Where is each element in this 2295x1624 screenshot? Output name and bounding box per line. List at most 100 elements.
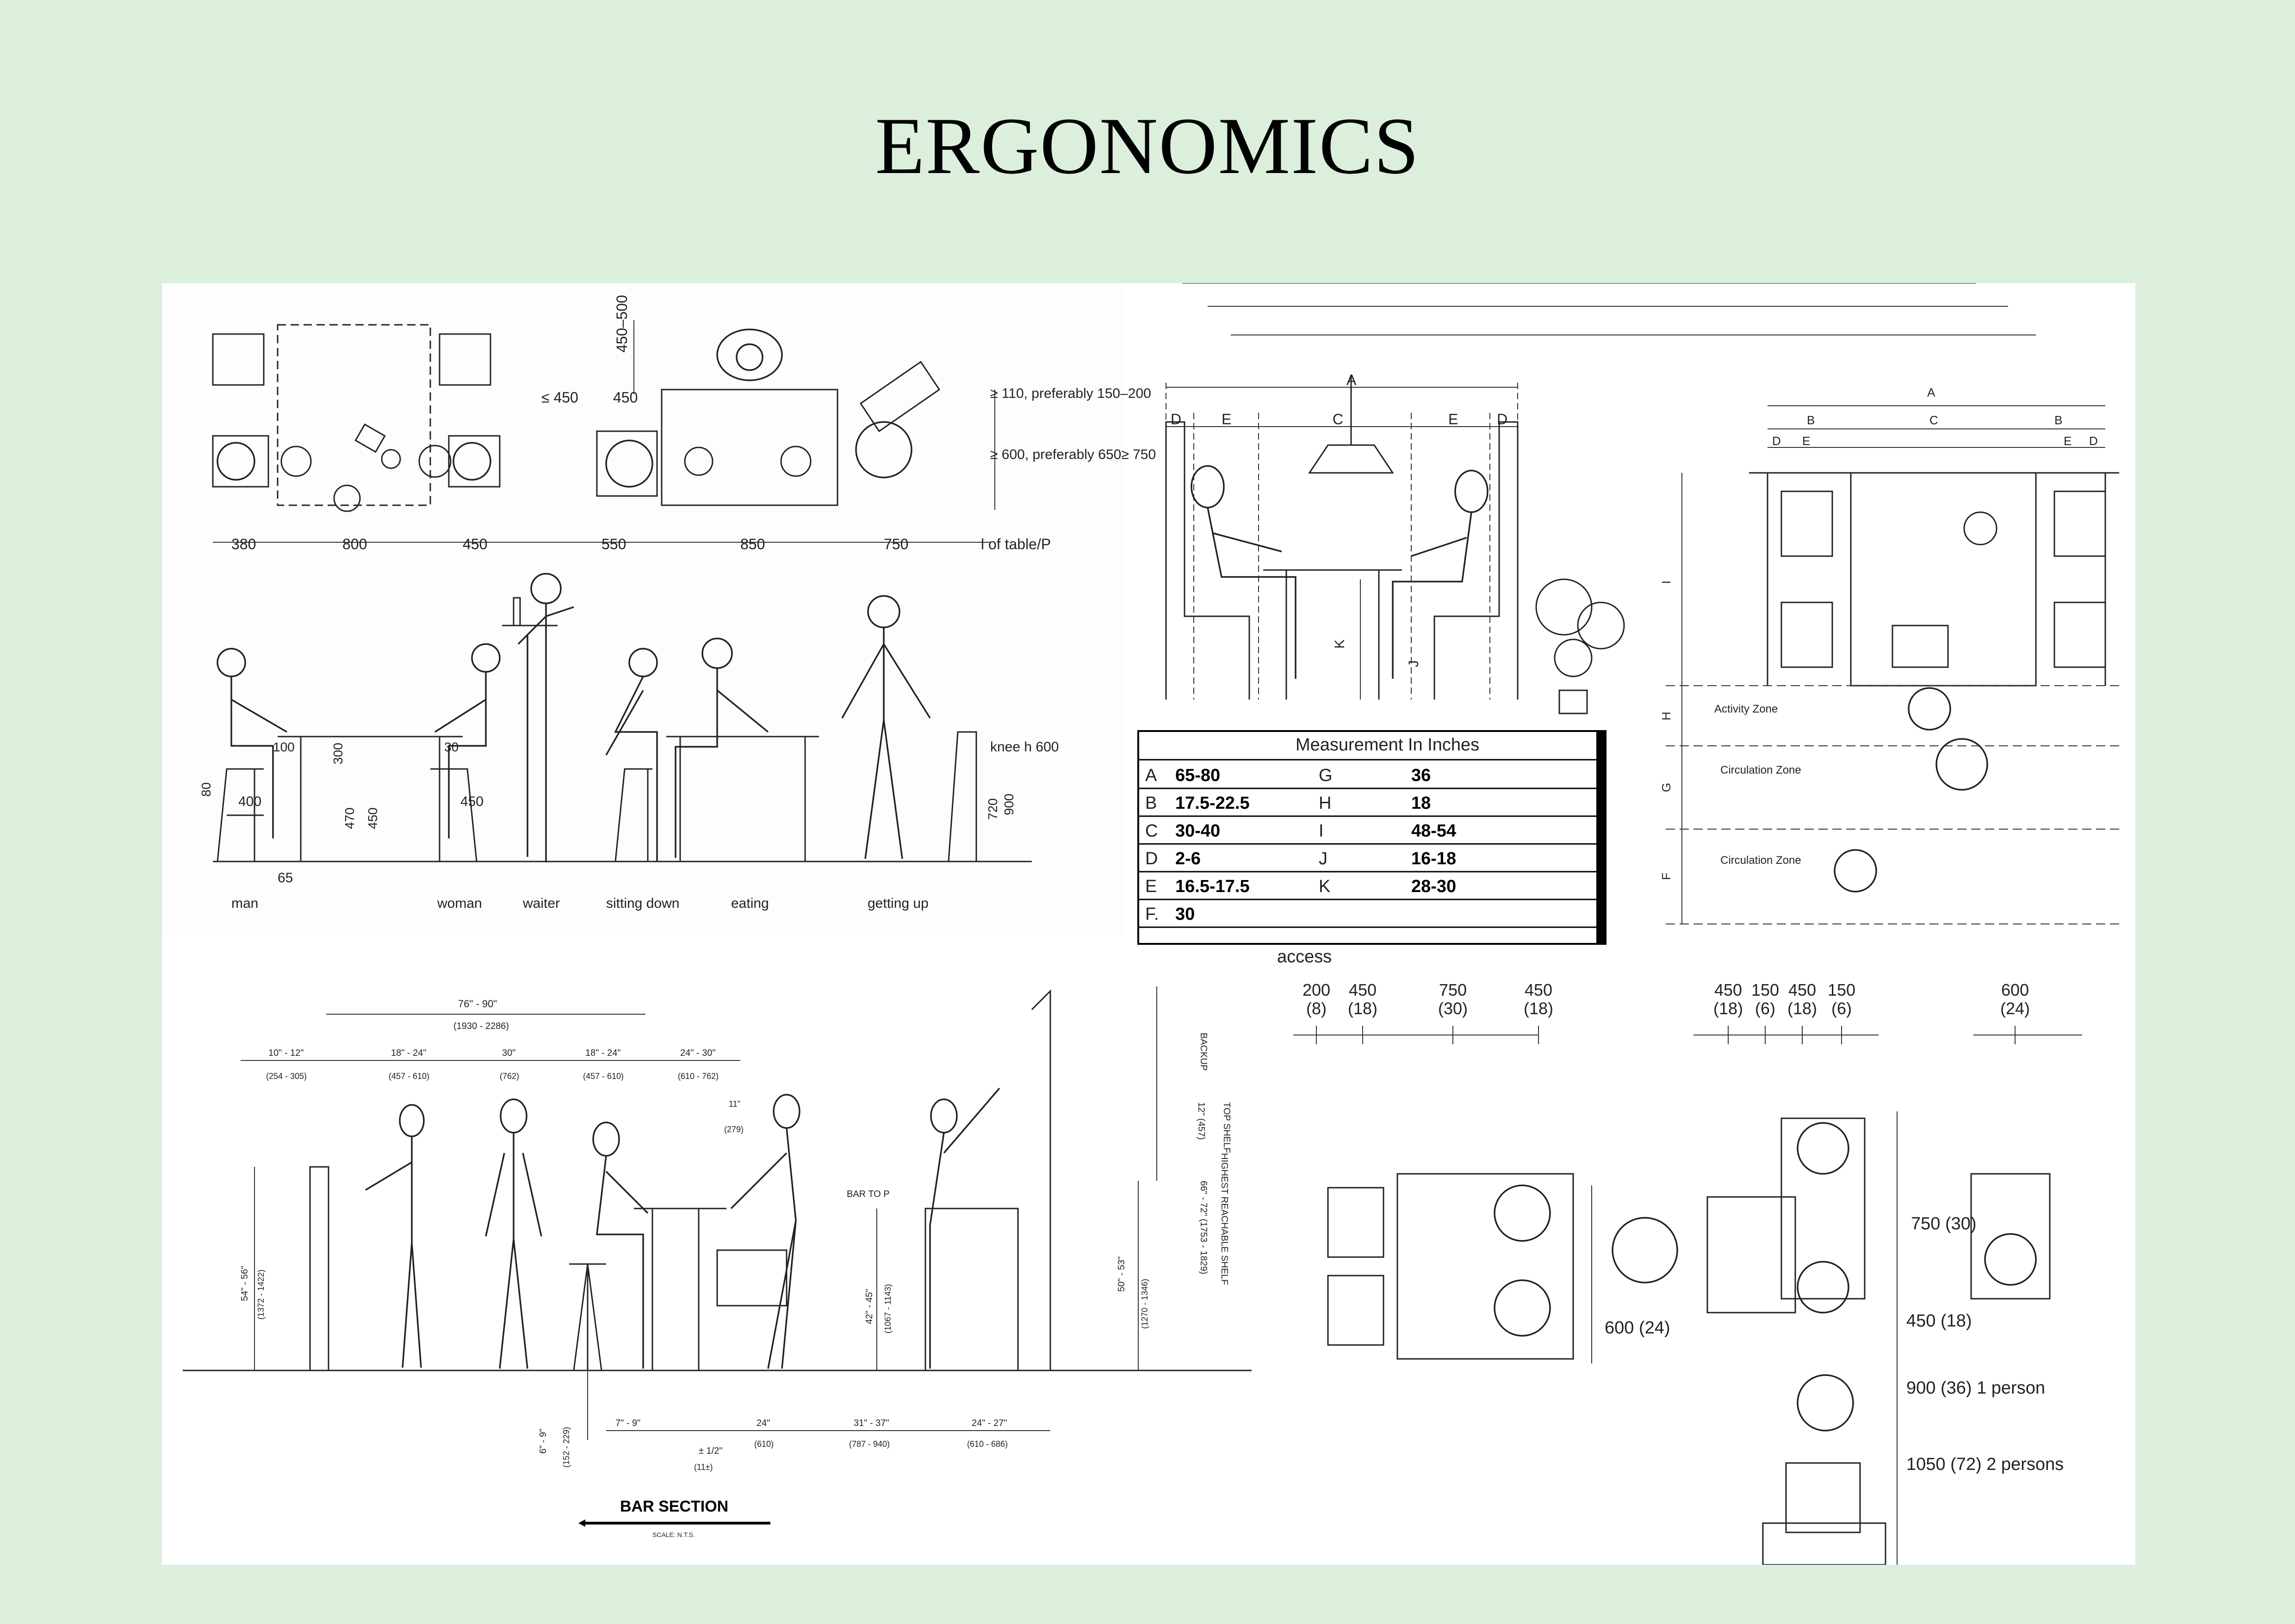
elev-dim-30: 30	[444, 740, 459, 754]
elev-dim-65: 65	[278, 870, 293, 886]
left_dims-value: 200	[1303, 980, 1330, 999]
label-getting-up: getting up	[868, 896, 929, 911]
elev-dim-450: 450	[366, 807, 380, 829]
bar-scale: SCALE: N.T.S.	[652, 1531, 695, 1538]
right_dims-value: 150	[1751, 980, 1779, 999]
measurement-cell: D	[1145, 849, 1158, 868]
right_dims-value: 150	[1828, 980, 1855, 999]
elev-dim-300: 300	[331, 743, 345, 764]
bar-dim-total-mm: (1930 - 2286)	[453, 1021, 509, 1031]
bar-highest-shelf: HIGHEST REACHABLE SHELF	[1219, 1153, 1229, 1285]
label-eating: eating	[731, 896, 769, 911]
elev-dim-470: 470	[342, 807, 357, 829]
left_dims-value: 450	[1349, 980, 1377, 999]
elev-dim-900: 900	[1002, 793, 1016, 815]
bar-dim-11pm: (11±)	[694, 1463, 713, 1472]
bar-dim-24: 24"	[757, 1418, 770, 1428]
bar-dim-24-30: 24" - 30"	[680, 1048, 715, 1058]
access-dims-left: 200(8)450(18)750(30)450(18)	[1303, 980, 1553, 1044]
access-1050-2-persons: 1050 (72) 2 persons	[1906, 1455, 2064, 1474]
plan-side-i: I	[1659, 581, 1673, 584]
booth-dim-d1: D	[1171, 411, 1181, 428]
booth-dim-e1: E	[1222, 411, 1231, 428]
measurement-cell: 17.5-22.5	[1175, 793, 1250, 813]
left_dims-value: 750	[1439, 980, 1467, 999]
measurement-cell: 18	[1411, 793, 1431, 813]
elev-dim-80: 80	[199, 782, 213, 797]
plan-dim-d1: D	[1772, 434, 1781, 448]
booth-section-diagram: A D E C E D K J Measurement In Inches	[1137, 283, 2036, 945]
bar-dim-total: 76" - 90"	[458, 998, 497, 1010]
bar-dim-1067-1143: (1067 - 1143)	[883, 1284, 893, 1333]
access-750-30: 750 (30)	[1911, 1214, 1977, 1233]
bar-dim-457-610a: (457 - 610)	[389, 1072, 429, 1081]
booth-plan-diagram: A B C B D E E D I H G F Activity Zone Ci…	[1659, 385, 2119, 924]
measurement-cell: 2-6	[1175, 849, 1201, 868]
bar-dim-1270-1346: (1270 - 1346)	[1140, 1279, 1149, 1329]
ergonomics-figure: 450–500 ≤ 450 450 ≥ 110, preferably 150–…	[162, 283, 2135, 1565]
bar-dim-18-24b: 18" - 24"	[585, 1048, 620, 1058]
zone-circulation-1: Circulation Zone	[1720, 764, 1801, 776]
plan-dim-b1: B	[1807, 413, 1815, 427]
plan-dim-e2: E	[2064, 434, 2072, 448]
elev-dim-450b: 450	[460, 794, 484, 809]
left_dims-inches: (18)	[1348, 999, 1377, 1018]
bar-dim-11: 11"	[729, 1099, 740, 1109]
left_dims-value: 450	[1525, 980, 1552, 999]
bar-section-diagram: 76" - 90" (1930 - 2286) 10" - 12" (254 -…	[183, 986, 1252, 1538]
bar-to-p: BAR TO P	[847, 1189, 890, 1199]
elev-dim-720: 720	[986, 798, 1000, 820]
bar-dim-457-610b: (457 - 610)	[583, 1072, 624, 1081]
plan-side-g: G	[1659, 783, 1673, 792]
bar-top-shelf: TOP SHELF	[1222, 1102, 1232, 1153]
right_dims-inches: (24)	[2000, 999, 2030, 1018]
dim-550: 550	[602, 536, 626, 552]
access-diagram: access 200(8)450(18)750(30)450(18) 450(1…	[1277, 947, 2082, 1565]
label-man: man	[231, 896, 258, 911]
access-title: access	[1277, 947, 1332, 967]
knee-height: knee h 600	[990, 739, 1059, 755]
booth-dim-d2: D	[1497, 411, 1507, 428]
plan-dim-a: A	[1927, 385, 1935, 399]
left_dims-inches: (18)	[1524, 999, 1553, 1018]
right_dims-value: 450	[1788, 980, 1816, 999]
left_dims-inches: (8)	[1306, 999, 1327, 1018]
access-900-1-person: 900 (36) 1 person	[1906, 1378, 2045, 1398]
note-clearance-2: ≥ 600, preferably 650≥ 750	[990, 447, 1156, 462]
bar-dim-152-229: (152 - 229)	[562, 1427, 571, 1468]
dim-750: 750	[884, 536, 908, 552]
measurement-table: Measurement In Inches	[1137, 730, 1606, 945]
bar-dim-7-9: 7" - 9"	[615, 1418, 640, 1428]
bar-dim-50-53: 50" - 53"	[1116, 1257, 1127, 1292]
bar-dim-787-940: (787 - 940)	[849, 1439, 890, 1449]
dim-380: 380	[231, 536, 256, 552]
label-sitting-down: sitting down	[606, 896, 679, 911]
measurement-cell: 28-30	[1411, 877, 1456, 896]
measurement-cell: E	[1145, 877, 1157, 896]
access-450-18: 450 (18)	[1906, 1311, 1972, 1331]
measurement-cell: 30	[1175, 905, 1195, 924]
dim-le-450: ≤ 450	[541, 389, 578, 406]
dim-450-500: 450–500	[614, 295, 630, 353]
measurement-cell: 48-54	[1411, 821, 1456, 841]
access-dims-right: 450(18)150(6)450(18)150(6)600(24)	[1713, 980, 2030, 1044]
bar-dim-12-457: 12" (457)	[1196, 1102, 1206, 1140]
measurement-cell: 65-80	[1175, 766, 1220, 785]
ergonomics-drawings: 450–500 ≤ 450 450 ≥ 110, preferably 150–…	[162, 283, 2119, 1565]
measurement-cell: J	[1319, 849, 1327, 868]
measurement-cell: I	[1319, 821, 1324, 841]
bar-dim-610-686: (610 - 686)	[967, 1439, 1008, 1449]
elev-dim-100: 100	[273, 740, 295, 754]
elev-dim-400: 400	[238, 794, 261, 809]
booth-dim-j: J	[1406, 660, 1421, 667]
bar-dim-54-56: 54" - 56"	[240, 1266, 250, 1301]
zone-circulation-2: Circulation Zone	[1720, 854, 1801, 867]
access-600-24: 600 (24)	[1605, 1318, 1670, 1338]
right_dims-inches: (6)	[1755, 999, 1775, 1018]
plan-side-f: F	[1659, 873, 1673, 880]
measurement-cell: 30-40	[1175, 821, 1220, 841]
bar-dim-279: (279)	[724, 1125, 744, 1134]
right_dims-inches: (18)	[1713, 999, 1743, 1018]
bar-dim-30: 30"	[502, 1048, 515, 1058]
